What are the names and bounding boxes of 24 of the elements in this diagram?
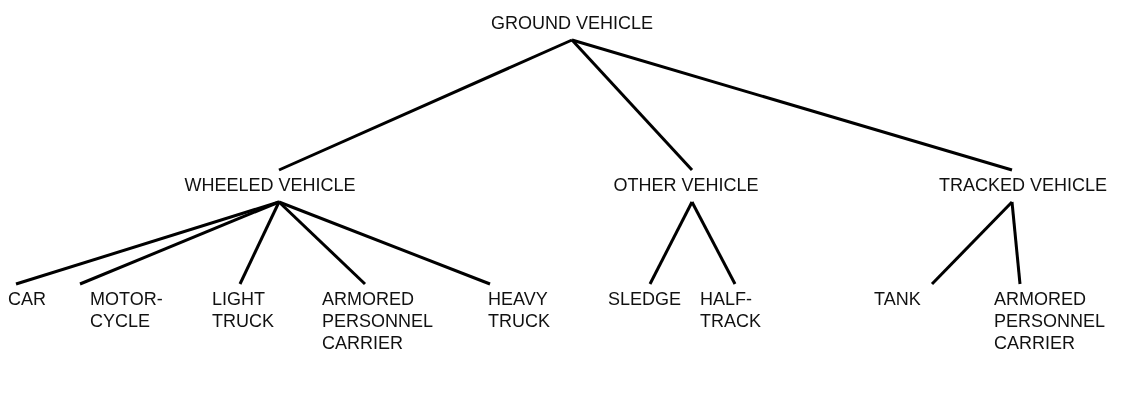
node-label: GROUND VEHICLE xyxy=(470,8,674,40)
node-label: ARMORED PERSONNEL CARRIER xyxy=(322,284,444,360)
node-label: SLEDGE xyxy=(608,284,680,316)
connector-line xyxy=(278,38,573,172)
node-label: HALF- TRACK xyxy=(700,284,762,338)
node-label: HEAVY TRUCK xyxy=(488,284,554,338)
connector-line xyxy=(690,201,737,285)
connector-line xyxy=(278,200,491,286)
connector-line xyxy=(1010,201,1022,285)
connector-line xyxy=(79,200,280,286)
node-label: TRACKED VEHICLE xyxy=(930,170,1116,202)
connector-line xyxy=(238,201,281,285)
node-label: ARMORED PERSONNEL CARRIER xyxy=(994,284,1118,360)
node-label: TANK xyxy=(874,284,934,316)
node-label: OTHER VEHICLE xyxy=(600,170,772,202)
node-label: MOTOR- CYCLE xyxy=(90,284,170,338)
connector-line xyxy=(648,201,694,285)
connector-line xyxy=(277,200,367,286)
node-label: LIGHT TRUCK xyxy=(212,284,276,338)
node-label: CAR xyxy=(8,284,58,316)
connector-line xyxy=(930,200,1014,286)
connector-line xyxy=(570,39,694,171)
node-label: WHEELED VEHICLE xyxy=(140,170,400,202)
connector-line xyxy=(571,38,1013,172)
